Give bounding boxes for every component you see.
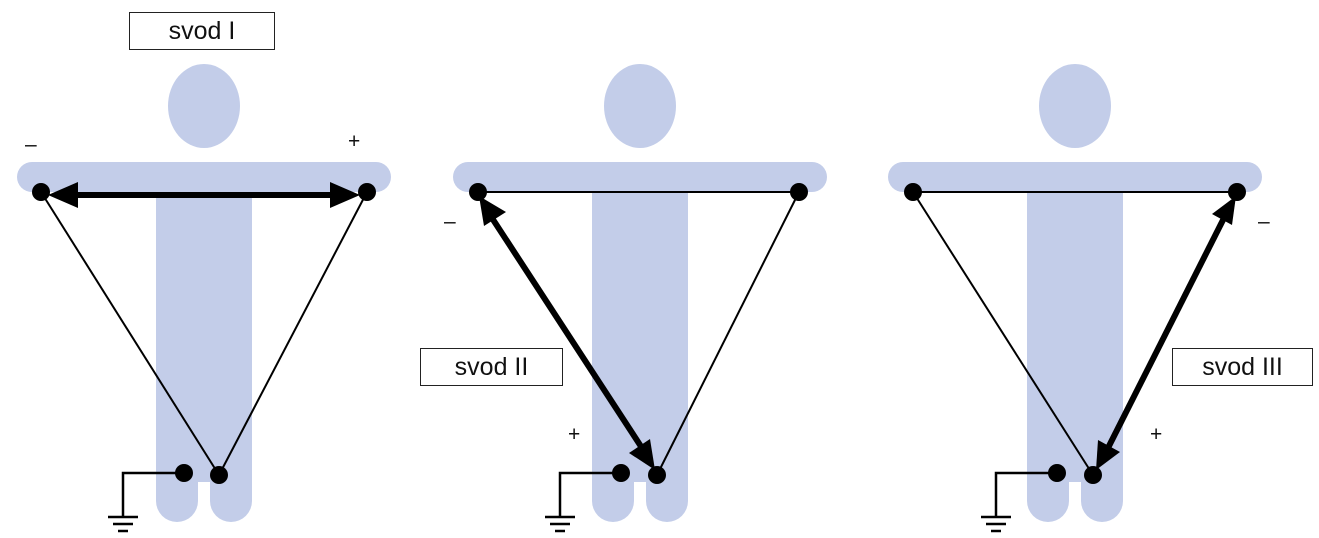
electrode-left-leg [210, 466, 228, 484]
minus-sign: – [444, 210, 456, 233]
lead-vector-III [1105, 216, 1227, 450]
ground-wire [121, 471, 184, 495]
triangle-edge [40, 191, 220, 476]
arrowhead-icon [479, 196, 506, 226]
body-silhouette [17, 64, 391, 522]
ground-icon [543, 493, 577, 533]
triangle-edge [218, 191, 368, 476]
ground-icon [979, 493, 1013, 533]
triangle-edge [912, 191, 1094, 476]
ground-icon [106, 493, 140, 533]
figure-lead-III [888, 64, 1262, 533]
arrowhead-icon [48, 182, 78, 208]
lead-label-II: svod II [420, 348, 563, 386]
electrode-left-leg [648, 466, 666, 484]
lead-vector-II [489, 216, 645, 450]
figure-lead-I [17, 64, 391, 533]
plus-sign: + [348, 130, 361, 153]
electrode-right-arm [469, 183, 487, 201]
arrowhead-icon [1096, 440, 1120, 470]
arrowhead-icon [629, 439, 655, 470]
arrowhead-icon [1212, 196, 1236, 225]
ground-wire [558, 471, 621, 495]
electrode-left-arm [790, 183, 808, 201]
electrode-right-arm [32, 183, 50, 201]
minus-sign: – [1258, 210, 1270, 233]
electrode-left-arm [1228, 183, 1246, 201]
plus-sign: + [1150, 423, 1163, 446]
ground-wire [994, 471, 1057, 495]
plus-sign: + [568, 423, 581, 446]
arrowhead-icon [330, 182, 360, 208]
electrode-left-leg [1084, 466, 1102, 484]
triangle-edge [656, 191, 800, 476]
minus-sign: – [25, 133, 37, 156]
electrode-right-arm [904, 183, 922, 201]
lead-label-I: svod I [129, 12, 275, 50]
electrode-left-arm [358, 183, 376, 201]
body-silhouette [888, 64, 1262, 522]
lead-label-III: svod III [1172, 348, 1313, 386]
figure-lead-II [453, 64, 827, 533]
